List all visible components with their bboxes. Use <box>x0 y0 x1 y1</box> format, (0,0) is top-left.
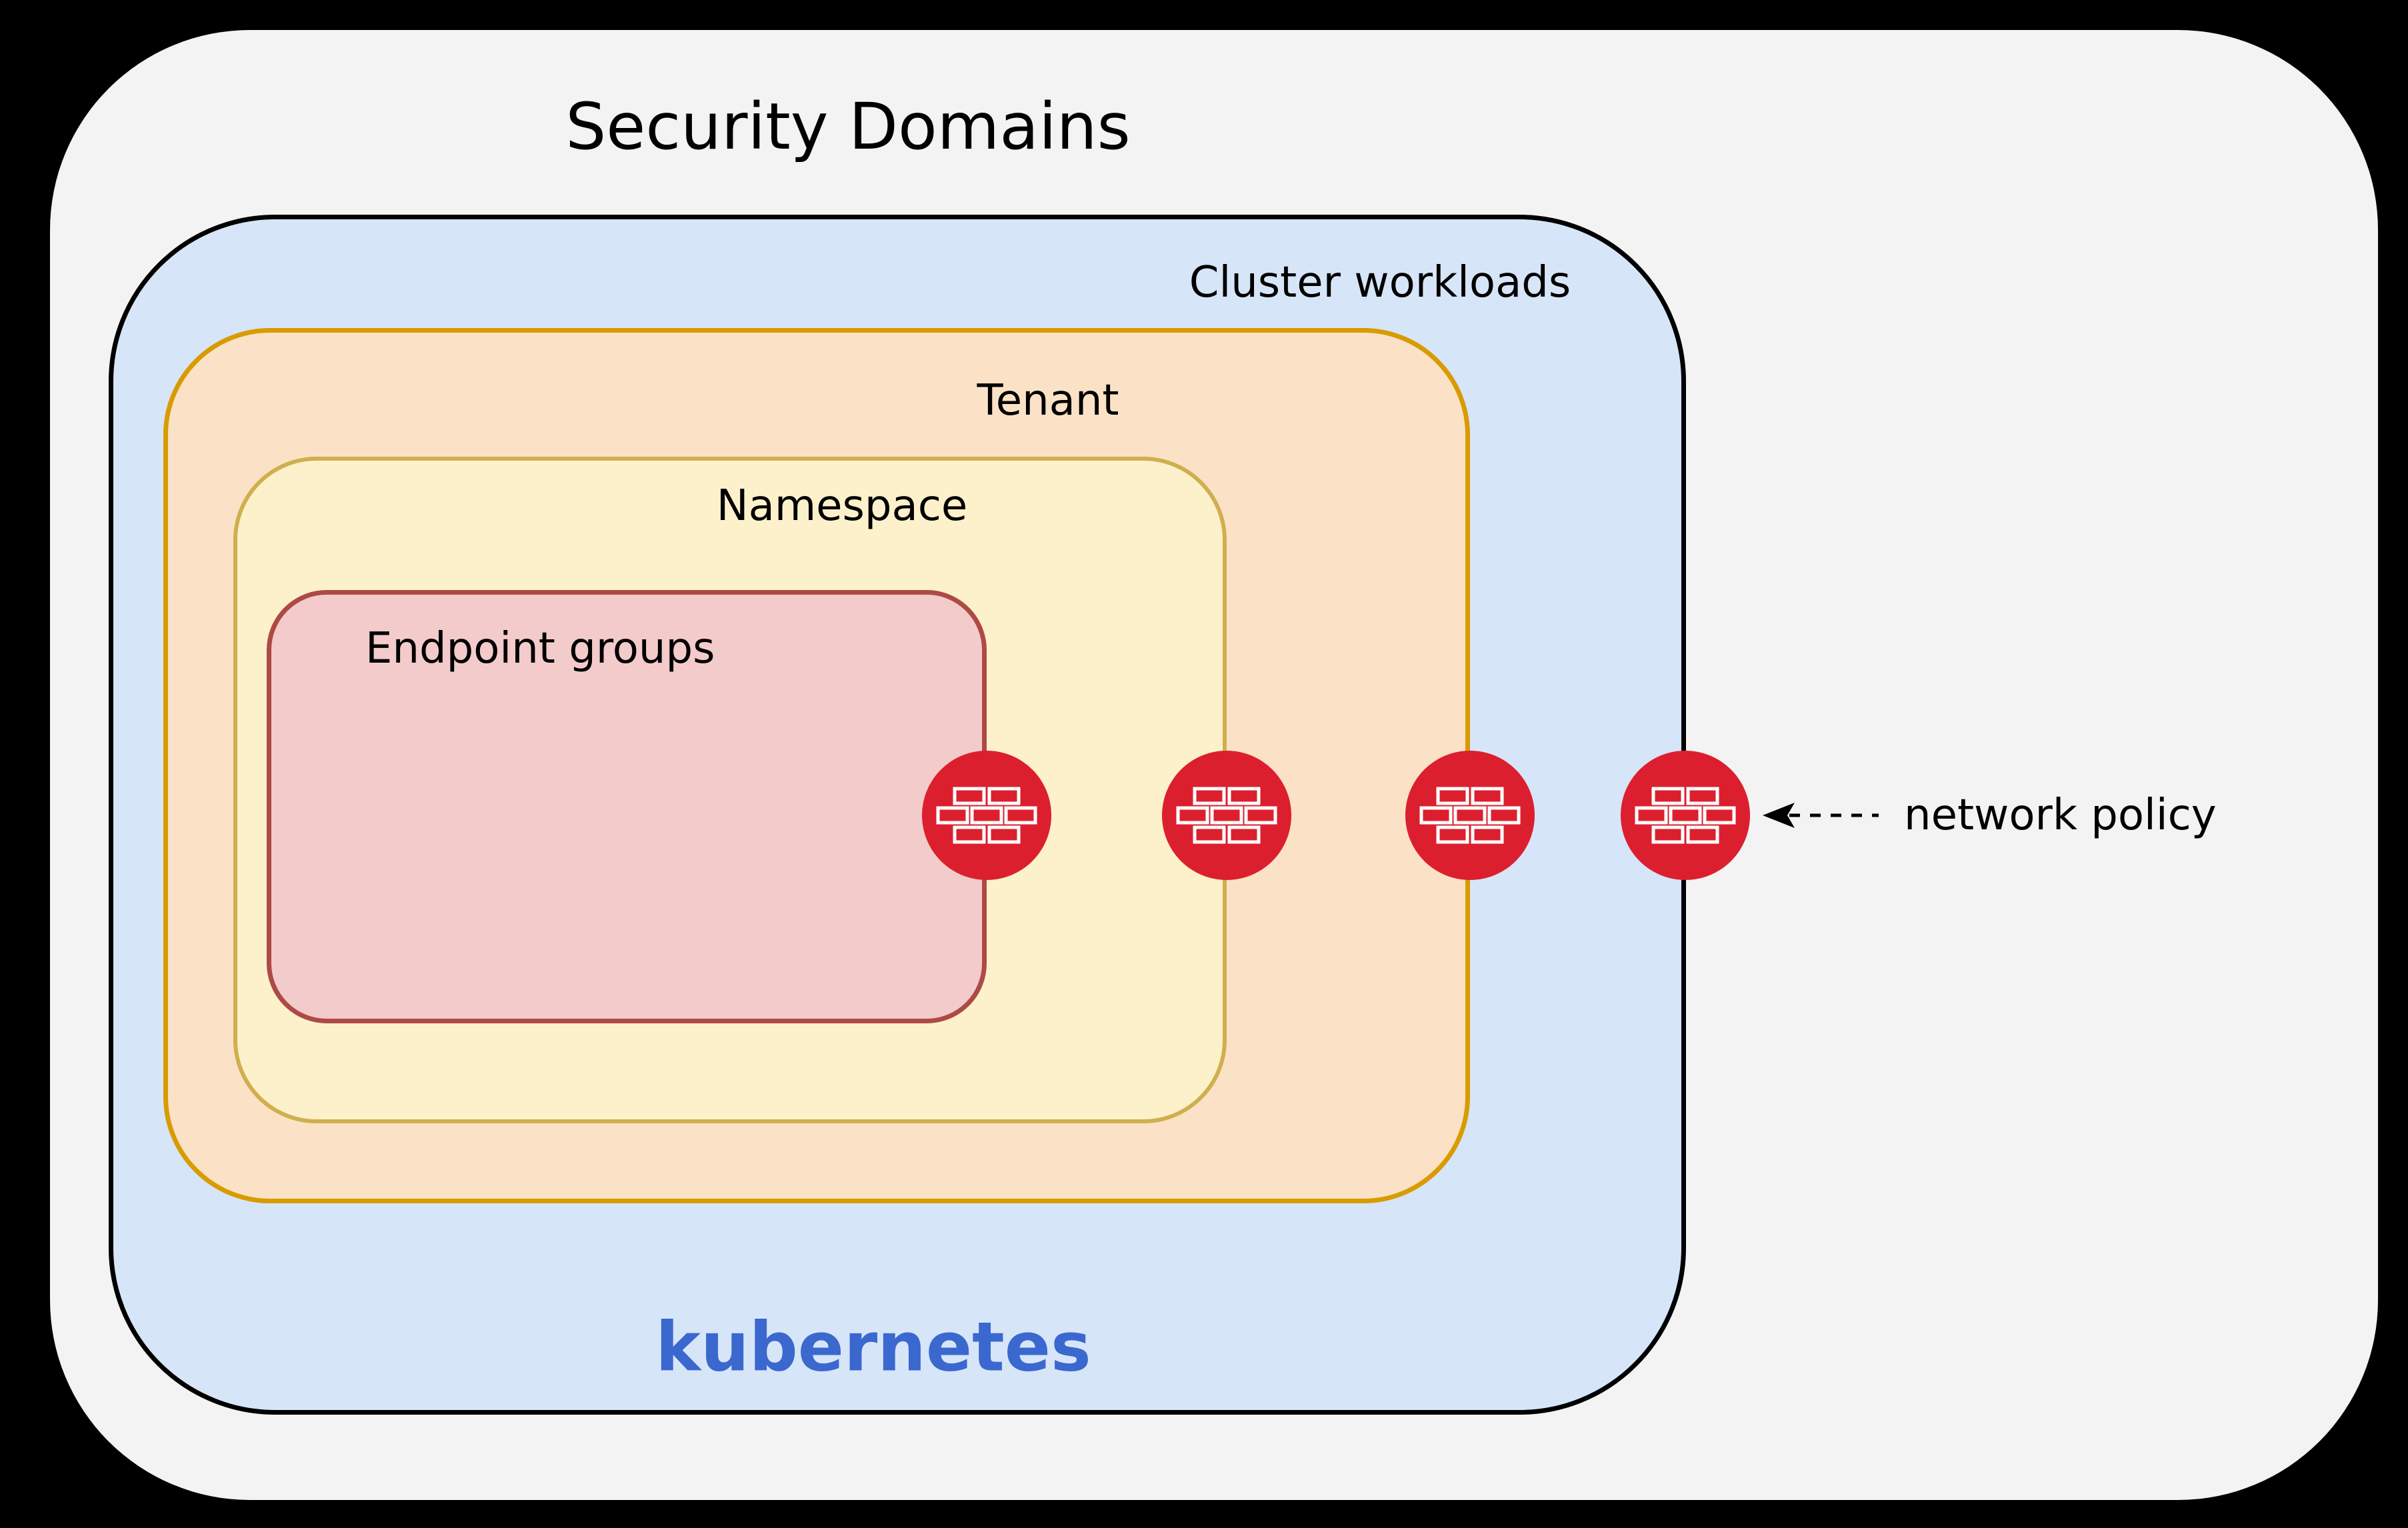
cluster-workloads-label: Cluster workloads <box>1189 258 1571 307</box>
namespace-label: Namespace <box>716 481 968 531</box>
kubernetes-wordmark: kubernetes <box>655 1307 1091 1387</box>
firewall-brick-icon-cluster <box>1619 749 1752 882</box>
network-policy-label: network policy <box>1904 791 2217 840</box>
endpoint-groups-box <box>267 590 987 1023</box>
firewall-brick-icon-tenant <box>1403 749 1537 882</box>
firewall-brick-icon-namespace <box>1160 749 1293 882</box>
page-title: Security Domains <box>565 89 1131 164</box>
tenant-label: Tenant <box>977 376 1119 425</box>
network-policy-arrow <box>1763 803 1879 828</box>
endpoint-groups-label: Endpoint groups <box>365 624 715 673</box>
firewall-brick-icon-endpoint <box>920 749 1053 882</box>
